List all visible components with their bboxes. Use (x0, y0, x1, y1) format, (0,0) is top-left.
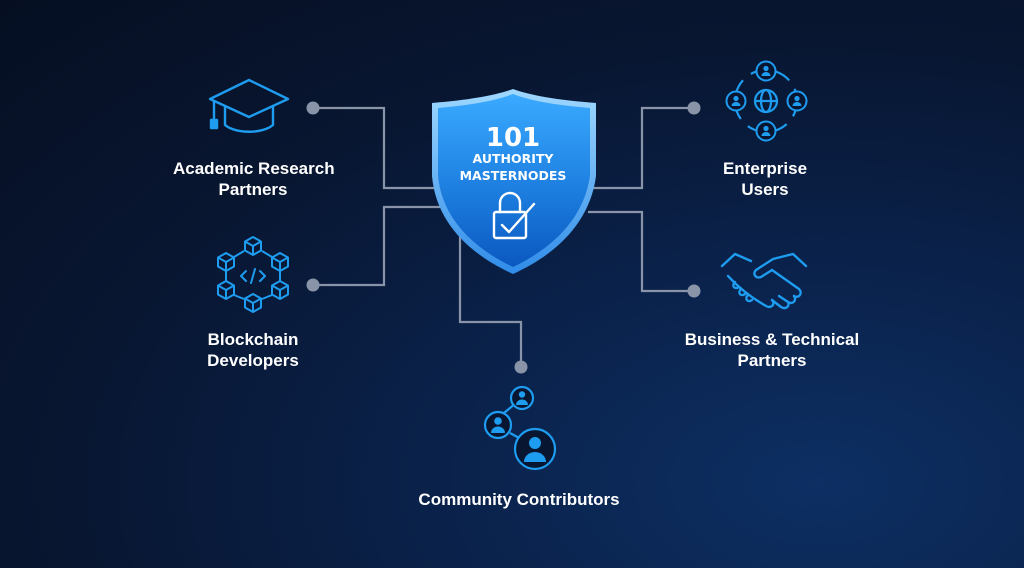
connector-dot-enterprise (687, 101, 701, 115)
node-label-enterprise-line2: Users (741, 180, 789, 199)
connectors (313, 106, 694, 367)
node-label-academic: Academic Research Partners (173, 158, 335, 200)
connector-dot-academic (306, 101, 320, 115)
node-label-enterprise: Enterprise Users (700, 158, 830, 200)
connector-academic (313, 106, 440, 190)
connector-dot-blockchain (306, 278, 320, 292)
node-label-blockchain-line2: Developers (207, 351, 299, 370)
connector-business (588, 210, 694, 293)
node-label-academic-line2: Partners (218, 180, 288, 199)
node-label-community-line1: Community Contributors (418, 490, 620, 509)
handshake-icon (720, 252, 808, 310)
node-label-business: Business & Technical Partners (672, 329, 872, 371)
shield-badge: 101 AUTHORITY MASTERNODES (432, 89, 596, 274)
shield-line-2: MASTERNODES (460, 168, 567, 183)
graduation-cap-icon (208, 78, 290, 133)
connector-dot-business (687, 284, 701, 298)
node-label-blockchain: Blockchain Developers (188, 329, 318, 371)
connector-enterprise (588, 106, 694, 190)
connector-blockchain (313, 205, 440, 287)
shield-body (438, 94, 590, 267)
node-label-academic-line1: Academic Research (173, 159, 335, 178)
blockchain-code-icon (217, 236, 289, 313)
connector-community (458, 220, 523, 367)
connector-dots (306, 101, 701, 374)
node-label-business-line1: Business & Technical (684, 330, 860, 349)
node-label-community: Community Contributors (409, 489, 629, 510)
node-label-enterprise-line1: Enterprise (722, 159, 808, 178)
community-users-icon (483, 385, 557, 471)
lock-check-icon (492, 191, 536, 240)
node-label-blockchain-line1: Blockchain (207, 330, 299, 349)
shield-line-1: AUTHORITY (473, 151, 555, 166)
user-network-globe-icon (725, 60, 808, 142)
shield-number: 101 (486, 123, 540, 153)
connector-dot-community (514, 360, 528, 374)
node-label-business-line2: Partners (737, 351, 807, 370)
